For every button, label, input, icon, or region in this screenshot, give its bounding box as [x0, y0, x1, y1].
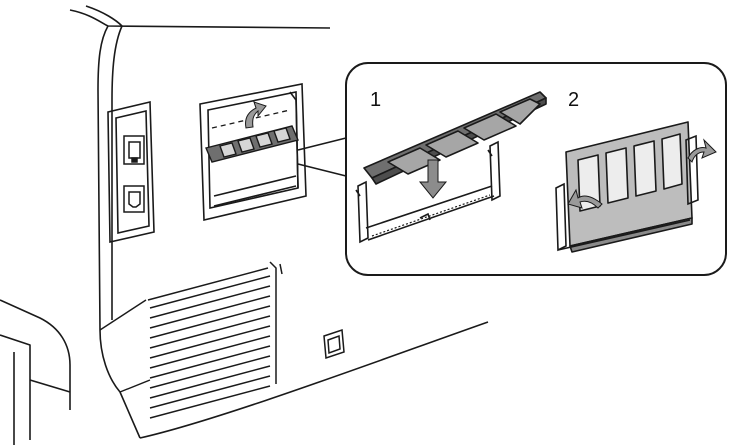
rear-access-panel — [323, 328, 345, 360]
insert-arrow-icon — [418, 159, 448, 199]
ethernet-port-icon — [123, 135, 145, 165]
step1-memory-slot — [355, 140, 501, 244]
interface-panel — [107, 100, 155, 243]
step-number-2: 2 — [568, 89, 579, 111]
usb-port-icon — [123, 185, 145, 213]
installed-memory-module — [205, 125, 299, 163]
housing-detail — [99, 299, 151, 393]
lift-arrow-icon — [245, 101, 267, 129]
step2-memory-slot — [555, 134, 699, 252]
step-number-1: 1 — [370, 89, 381, 111]
step1-memory-module — [363, 91, 547, 185]
clip-arrow-icon — [687, 138, 717, 163]
memory-slot-opening — [199, 83, 307, 222]
callout-connector — [297, 137, 347, 177]
clip-arrow-icon — [567, 188, 603, 209]
ventilation-grille — [147, 261, 283, 419]
